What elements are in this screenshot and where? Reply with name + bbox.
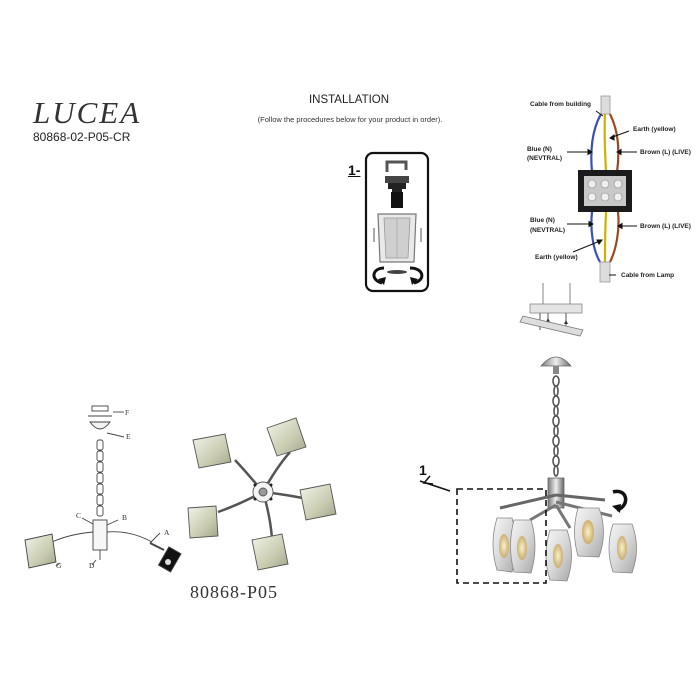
part-letter-e: E [126,432,131,441]
wiring-diagram [567,95,637,283]
installation-note: (Follow the procedures below for your pr… [257,115,443,124]
label-cable-from-lamp: Cable from Lamp [621,272,675,279]
step1-callout-number: 1 [419,462,427,478]
part-letter-d: D [89,561,95,570]
label-earth-bottom: Earth (yellow) [535,254,578,261]
label-cable-from-building: Cable from building [530,101,592,108]
part-letter-c: C [76,511,82,520]
label-brown-bottom: Brown (L) (LIVE) [640,223,691,230]
brand-title: LUCEA [33,95,142,130]
label-blue-bottom-2: (NEVTRAL) [530,227,566,234]
part-letter-f: F [125,408,130,417]
step1-label: 1- [348,162,361,178]
label-brown-top: Brown (L) (LIVE) [640,149,691,156]
part-letter-a: A [164,528,170,537]
exploded-parts-diagram [24,405,182,573]
label-blue-bottom-1: Blue (N) [530,217,555,224]
label-blue-top-1: Blue (N) [527,146,552,153]
part-letter-g: G [56,561,62,570]
mounting-bracket [519,283,584,337]
chandelier-photo [419,356,637,584]
label-earth-top: Earth (yellow) [633,126,676,133]
model-code: 80868-02-P05-CR [33,130,131,144]
step1-bulb-holder-card [364,151,430,293]
part-letter-b: B [122,513,128,522]
variant-label: 80868-P05 [190,582,279,602]
installation-title: INSTALLATION [308,94,390,106]
label-blue-top-2: (NEVTRAL) [527,155,563,162]
top-view-chandelier [187,417,337,571]
